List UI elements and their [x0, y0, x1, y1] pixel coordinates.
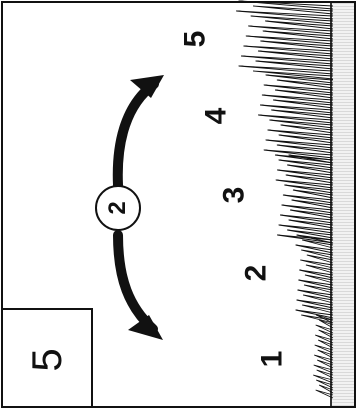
- stage-label-2: 2: [239, 264, 273, 282]
- stage-label-1: 1: [255, 350, 289, 368]
- transition-number: 2: [104, 201, 131, 215]
- grass-stage-3: [275, 154, 334, 244]
- stage-label-5: 5: [178, 30, 212, 48]
- soil-strip: [330, 3, 354, 406]
- grass-stage-1: [313, 314, 334, 399]
- grass-stage-4: [258, 74, 334, 164]
- stage-label-3: 3: [217, 186, 251, 204]
- curved-double-arrow-icon: [112, 75, 164, 340]
- grass-stage-2: [295, 234, 334, 324]
- transition-badge: 2: [95, 185, 141, 231]
- grass-stage-5: [236, 0, 334, 80]
- stage-label-4: 4: [199, 107, 233, 125]
- grass-stages: [236, 0, 334, 399]
- step-box: 5: [3, 308, 93, 406]
